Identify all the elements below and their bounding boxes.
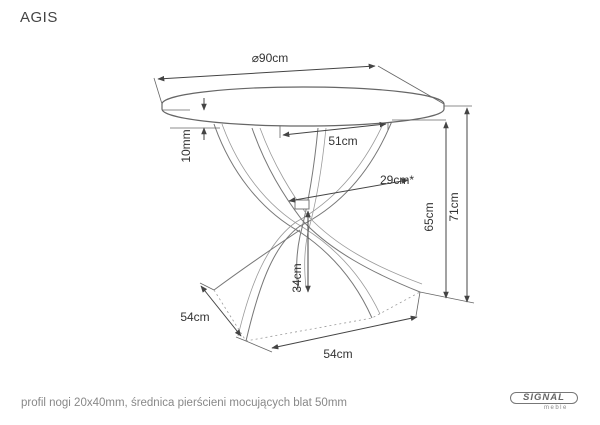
top-thickness-label: 10mm <box>179 129 193 162</box>
product-title: AGIS <box>20 9 58 26</box>
offset-dimension <box>288 178 409 203</box>
logo-word: SIGNAL <box>523 392 565 403</box>
base-width-label: 54cm <box>323 347 352 361</box>
leg-height-label: 65cm <box>422 202 436 231</box>
cross-height-label: 34cm <box>290 263 304 292</box>
offset-label: 29cm* <box>380 173 414 187</box>
tabletop <box>161 86 445 127</box>
ring-dimension <box>279 121 389 138</box>
base-depth-label: 54cm <box>180 310 209 324</box>
diameter-dimension <box>153 63 445 105</box>
table-legs <box>213 120 423 342</box>
height-dimensions <box>392 105 475 304</box>
top-thickness-dimension <box>162 98 220 140</box>
diameter-label: ⌀90cm <box>252 51 289 65</box>
base-depth-dimension <box>199 282 247 342</box>
footer-note: profil nogi 20x40mm, średnica pierścieni… <box>21 397 347 409</box>
logo-sub: meble <box>544 405 568 411</box>
logo-pill-shape <box>510 392 578 404</box>
base-width-dimension <box>245 291 421 353</box>
total-height-label: 71cm <box>447 192 461 221</box>
brand-logo: SIGNAL meble <box>510 391 580 417</box>
ring-diameter-label: 51cm <box>328 134 357 148</box>
